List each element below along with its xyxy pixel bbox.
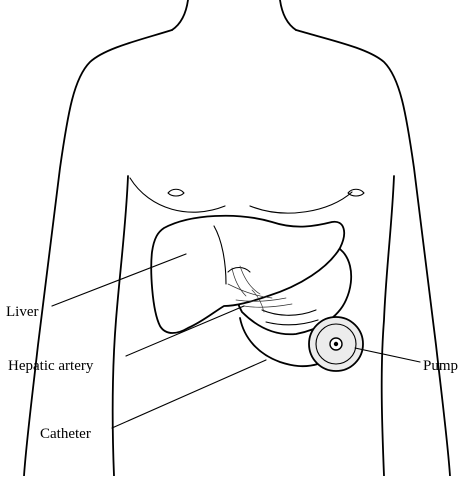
- liver-outline: [150, 214, 346, 334]
- pump-port-center: [333, 341, 339, 347]
- leader-lines: [51, 253, 421, 429]
- torso: [23, 0, 451, 477]
- left-shoulder: [23, 29, 173, 477]
- pump-rim: [315, 323, 357, 365]
- liver-lobe-line: [213, 225, 227, 285]
- right-pectoral: [249, 191, 353, 214]
- left-nipple: [167, 188, 185, 197]
- neck-right: [279, 0, 297, 31]
- vessel-1: [231, 267, 247, 297]
- stomach-fold-2: [265, 319, 319, 326]
- catheter-label: Catheter: [40, 426, 91, 442]
- liver: [150, 214, 346, 334]
- vessel-3: [227, 283, 273, 299]
- hepatic-artery-leader: [125, 305, 245, 357]
- stomach-fold-1: [261, 309, 317, 316]
- right-flank: [380, 175, 395, 477]
- neck-left: [171, 0, 189, 31]
- liver-label: Liver: [6, 304, 38, 320]
- pump: [308, 316, 364, 372]
- vessel-2: [239, 265, 261, 295]
- hepatic-artery-label: Hepatic artery: [8, 358, 94, 374]
- vessel-6: [251, 289, 265, 313]
- hepatic-vessels: [227, 265, 293, 313]
- liver-hilum: [227, 266, 251, 273]
- catheter-tube: [239, 317, 319, 368]
- pump-label: Pump: [423, 358, 458, 374]
- pump-leader: [354, 347, 421, 363]
- vessel-5: [243, 303, 293, 308]
- left-pectoral: [129, 177, 226, 213]
- left-flank: [111, 175, 129, 477]
- vessel-4: [235, 297, 287, 302]
- catheter-leader: [111, 359, 267, 429]
- liver-leader: [51, 253, 187, 307]
- right-nipple: [347, 188, 365, 197]
- right-shoulder: [295, 29, 451, 477]
